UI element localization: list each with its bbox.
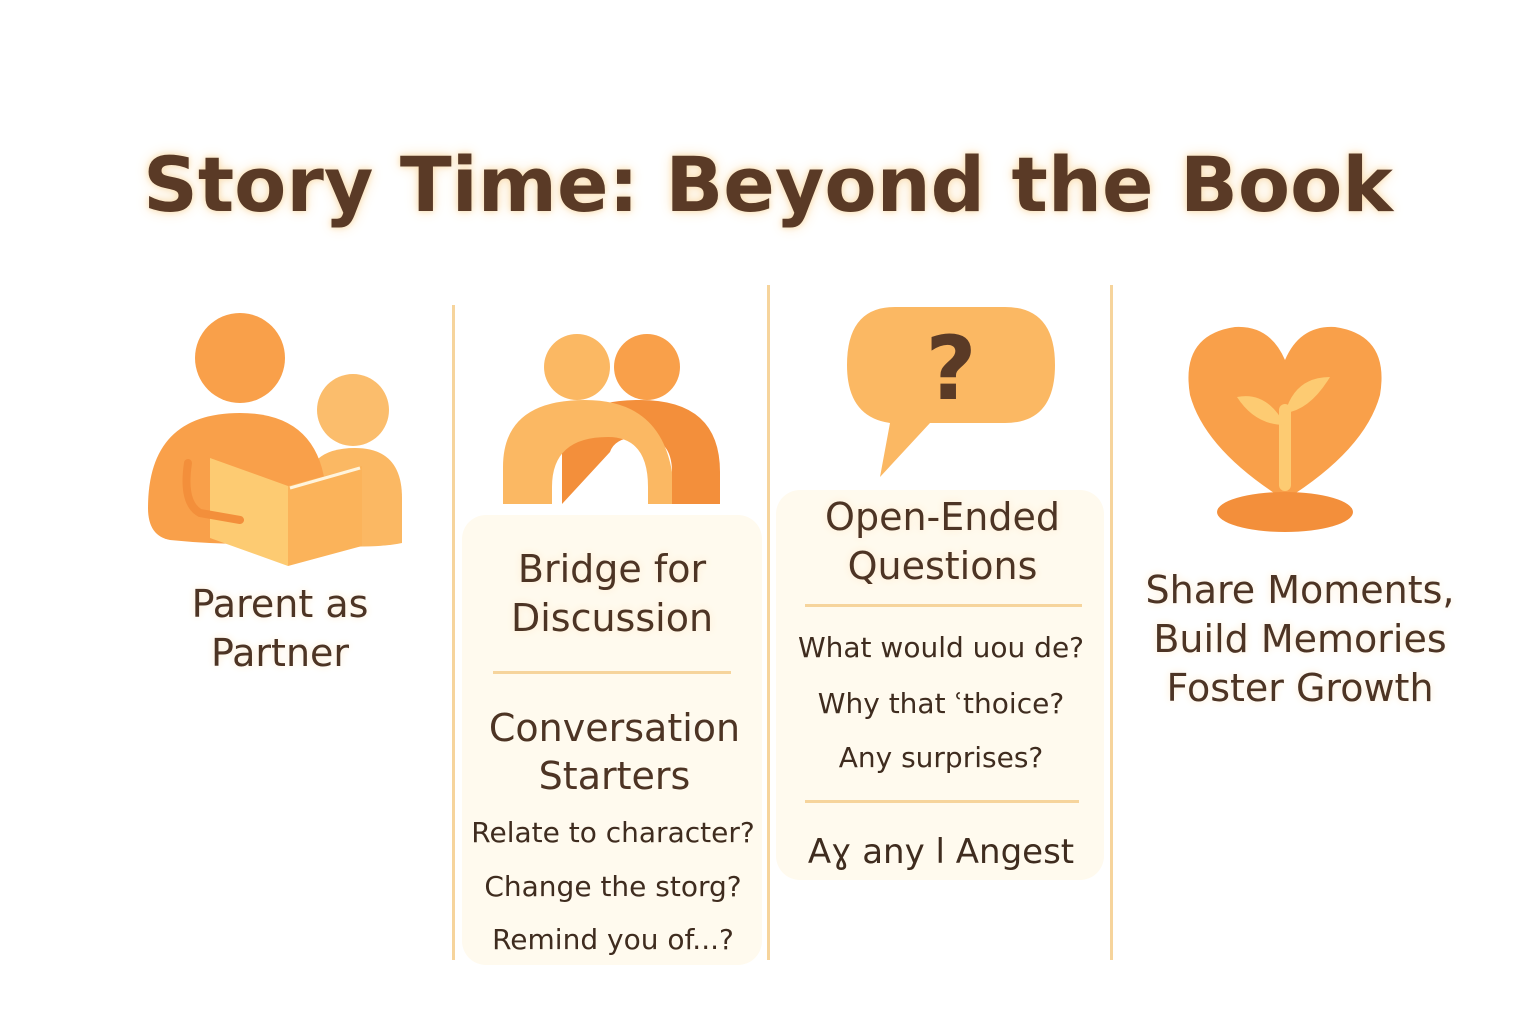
section-rule <box>805 800 1079 803</box>
label-line: Questions <box>847 544 1038 588</box>
starter-item: Change the storg? <box>484 870 742 903</box>
label-line: Partner <box>210 631 350 675</box>
column-divider <box>452 305 455 960</box>
column-3-panel <box>776 490 1104 880</box>
starter-item: Relate to character? <box>471 816 755 849</box>
question-item: What would uou de? <box>797 631 1085 664</box>
column-1-label: Parent as Partner <box>150 580 410 678</box>
sub-heading-line: Conversation <box>488 706 741 750</box>
question-mark-glyph: ? <box>925 317 976 420</box>
section-rule <box>493 671 731 674</box>
sub-heading-line: Starters <box>538 754 691 798</box>
question-item: Any surprises? <box>838 741 1044 774</box>
label-line: Parent as <box>191 582 369 626</box>
column-4-label: Share Moments, Build Memories Foster Gro… <box>1120 566 1480 713</box>
column-2-panel <box>462 515 762 965</box>
column-3-label: Open-Ended Questions <box>780 493 1105 591</box>
label-line: Open-Ended <box>825 495 1060 539</box>
label-line: Discussion <box>510 596 714 640</box>
page-title: Story Time: Beyond the Book <box>143 140 1393 229</box>
section-rule <box>805 604 1082 607</box>
bridge-people-icon <box>500 332 725 510</box>
column-divider <box>767 285 770 960</box>
question-bubble-icon: ? <box>845 305 1057 480</box>
label-line: Foster Growth <box>1166 666 1434 710</box>
label-line: Bridge for <box>517 547 707 591</box>
heart-sprout-icon <box>1185 325 1385 535</box>
label-line: Share Moments, <box>1145 568 1455 612</box>
starter-item: Remind you of...? <box>492 923 734 956</box>
column-2-label: Bridge for Discussion <box>467 545 757 643</box>
conversation-starters-heading: Conversation Starters <box>467 704 762 800</box>
parent-reading-icon <box>140 308 420 570</box>
column-divider <box>1110 285 1113 960</box>
label-line: Build Memories <box>1153 617 1447 661</box>
question-footer: Aɣ any l Angest <box>807 832 1075 872</box>
question-item: Why that ʿthoice? <box>817 687 1065 720</box>
